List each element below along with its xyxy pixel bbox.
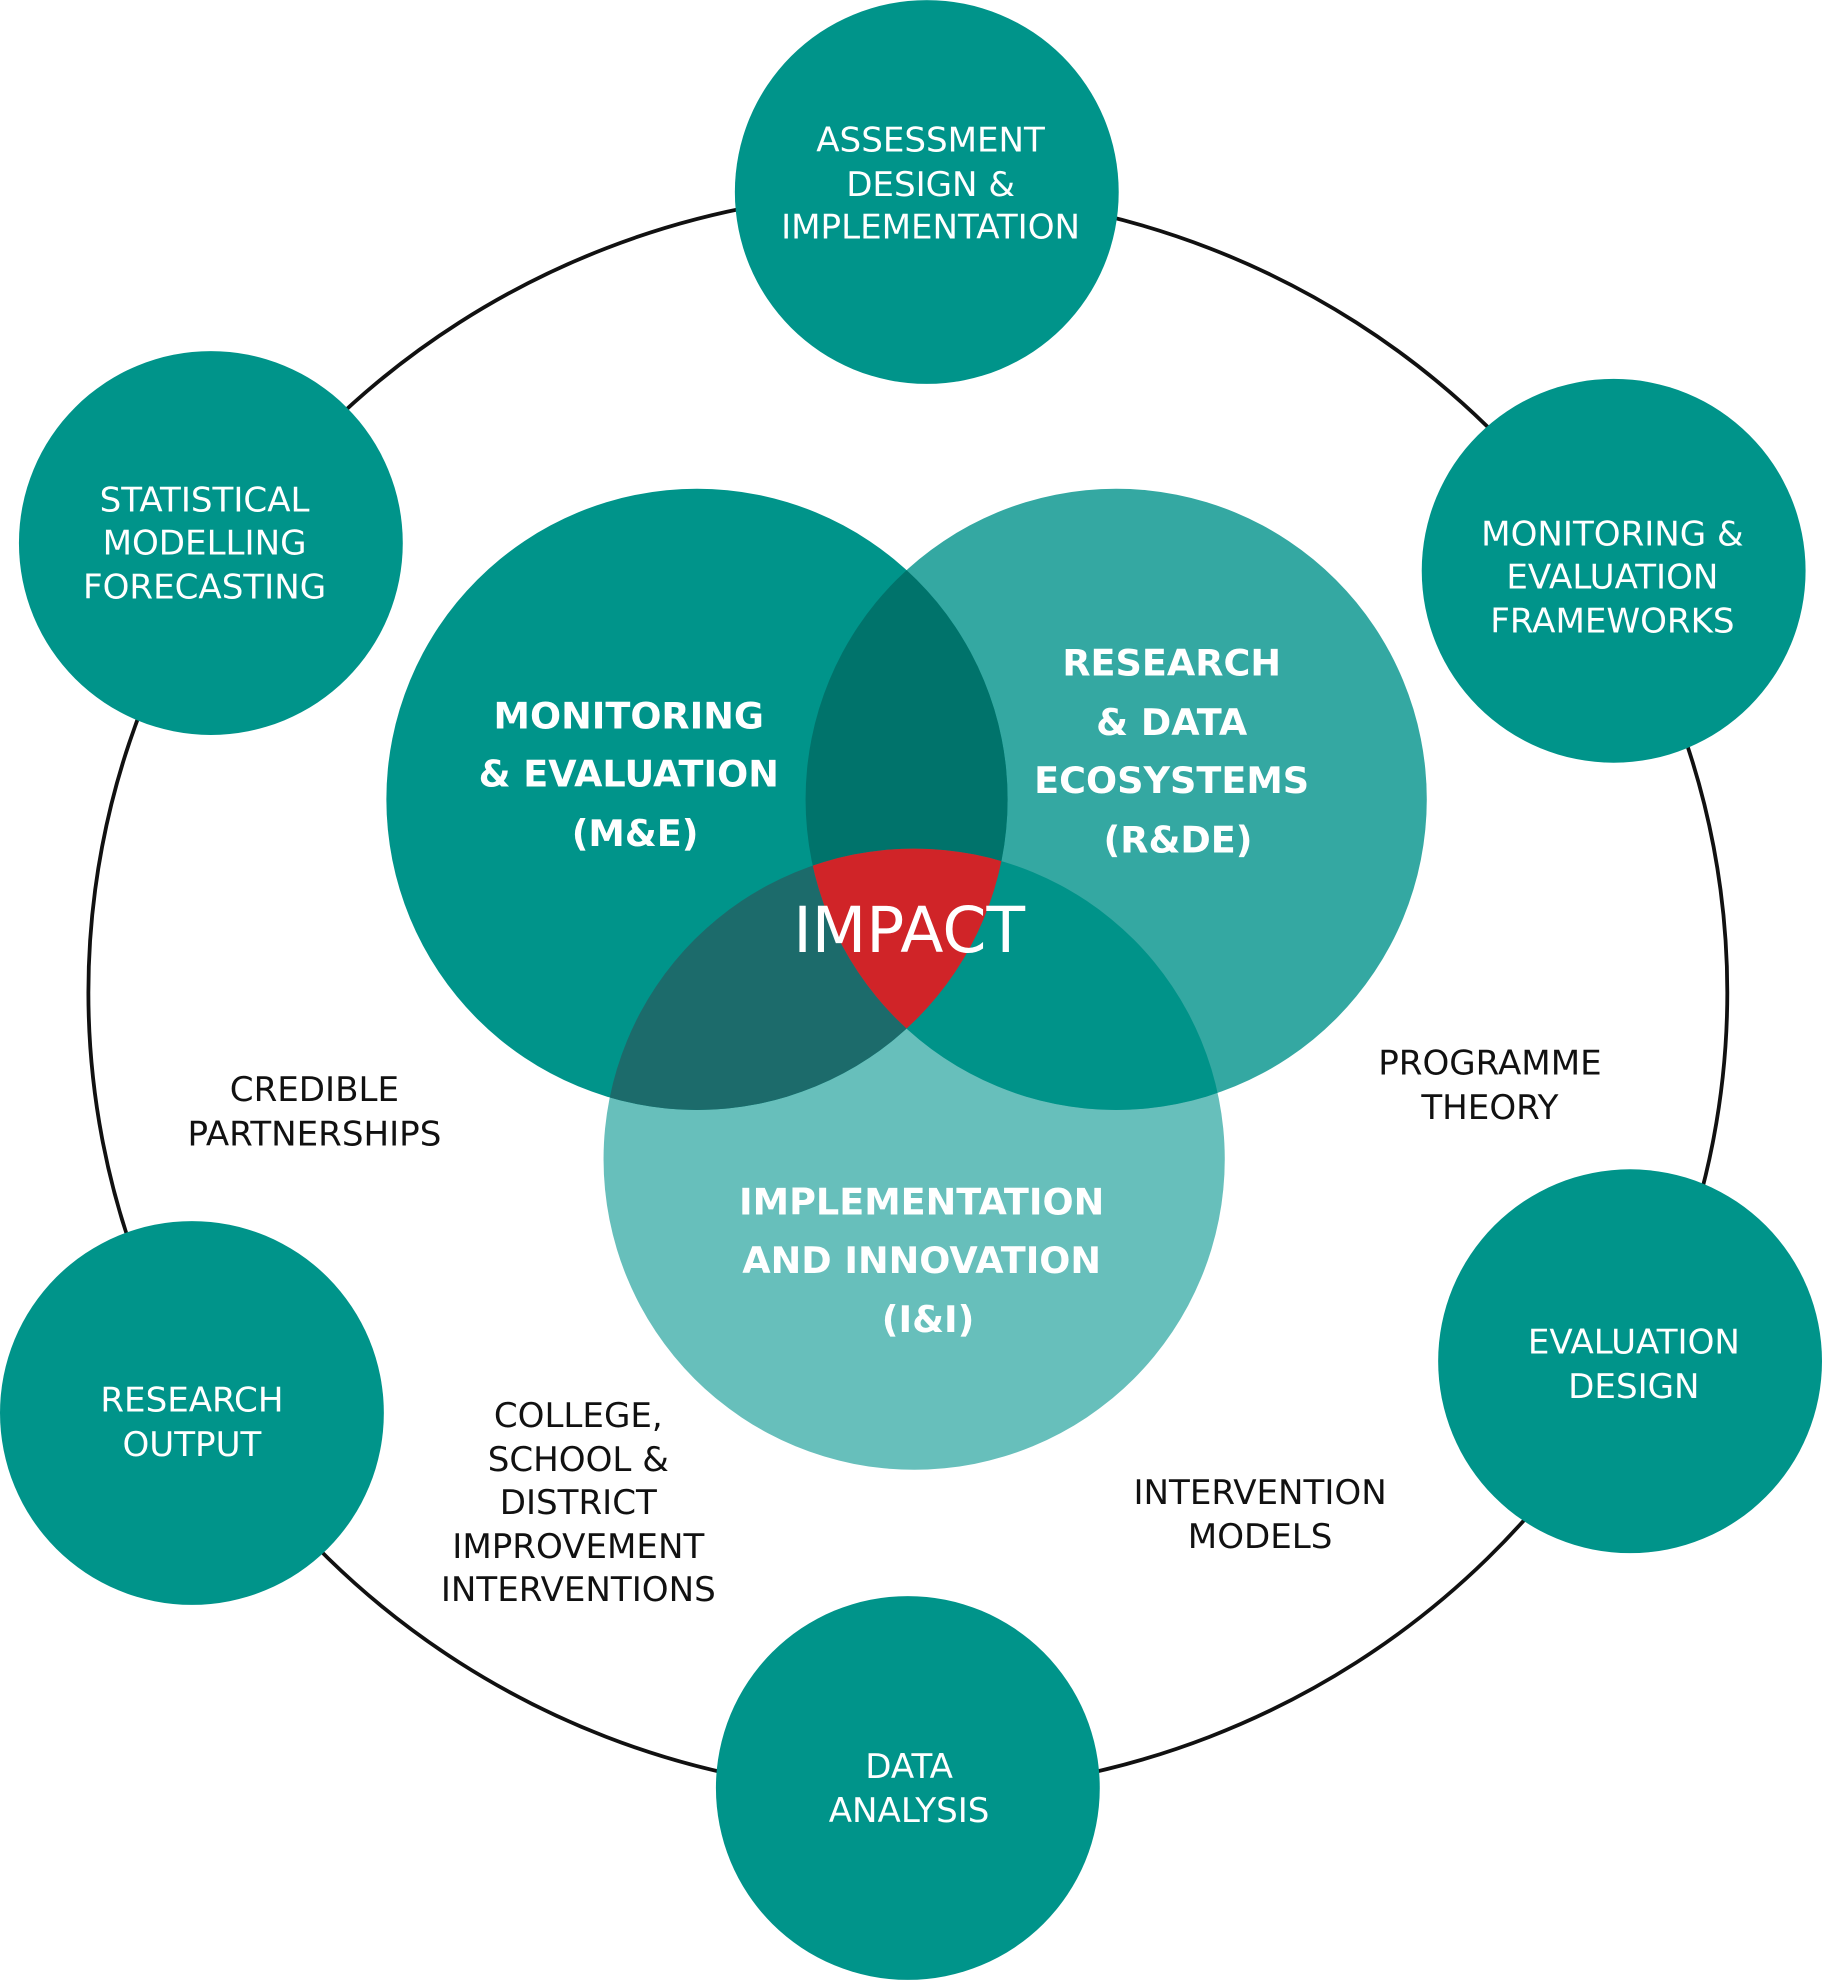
venn-me-ii-overlap	[603, 848, 1008, 1110]
venn-ii-label: IMPLEMENTATION AND INNOVATION (I&I)	[739, 1181, 1117, 1341]
venn-rde-label: RESEARCH & DATA ECOSYSTEMS (R&DE)	[1034, 642, 1322, 862]
venn-me-label: MONITORING & EVALUATION (M&E)	[479, 695, 792, 855]
impact-label: IMPACT	[793, 893, 1025, 967]
venn-rde-ii-overlap	[805, 848, 1225, 1110]
venn-diagram: MONITORING & EVALUATION (M&E) RESEARCH &…	[386, 488, 1427, 1470]
